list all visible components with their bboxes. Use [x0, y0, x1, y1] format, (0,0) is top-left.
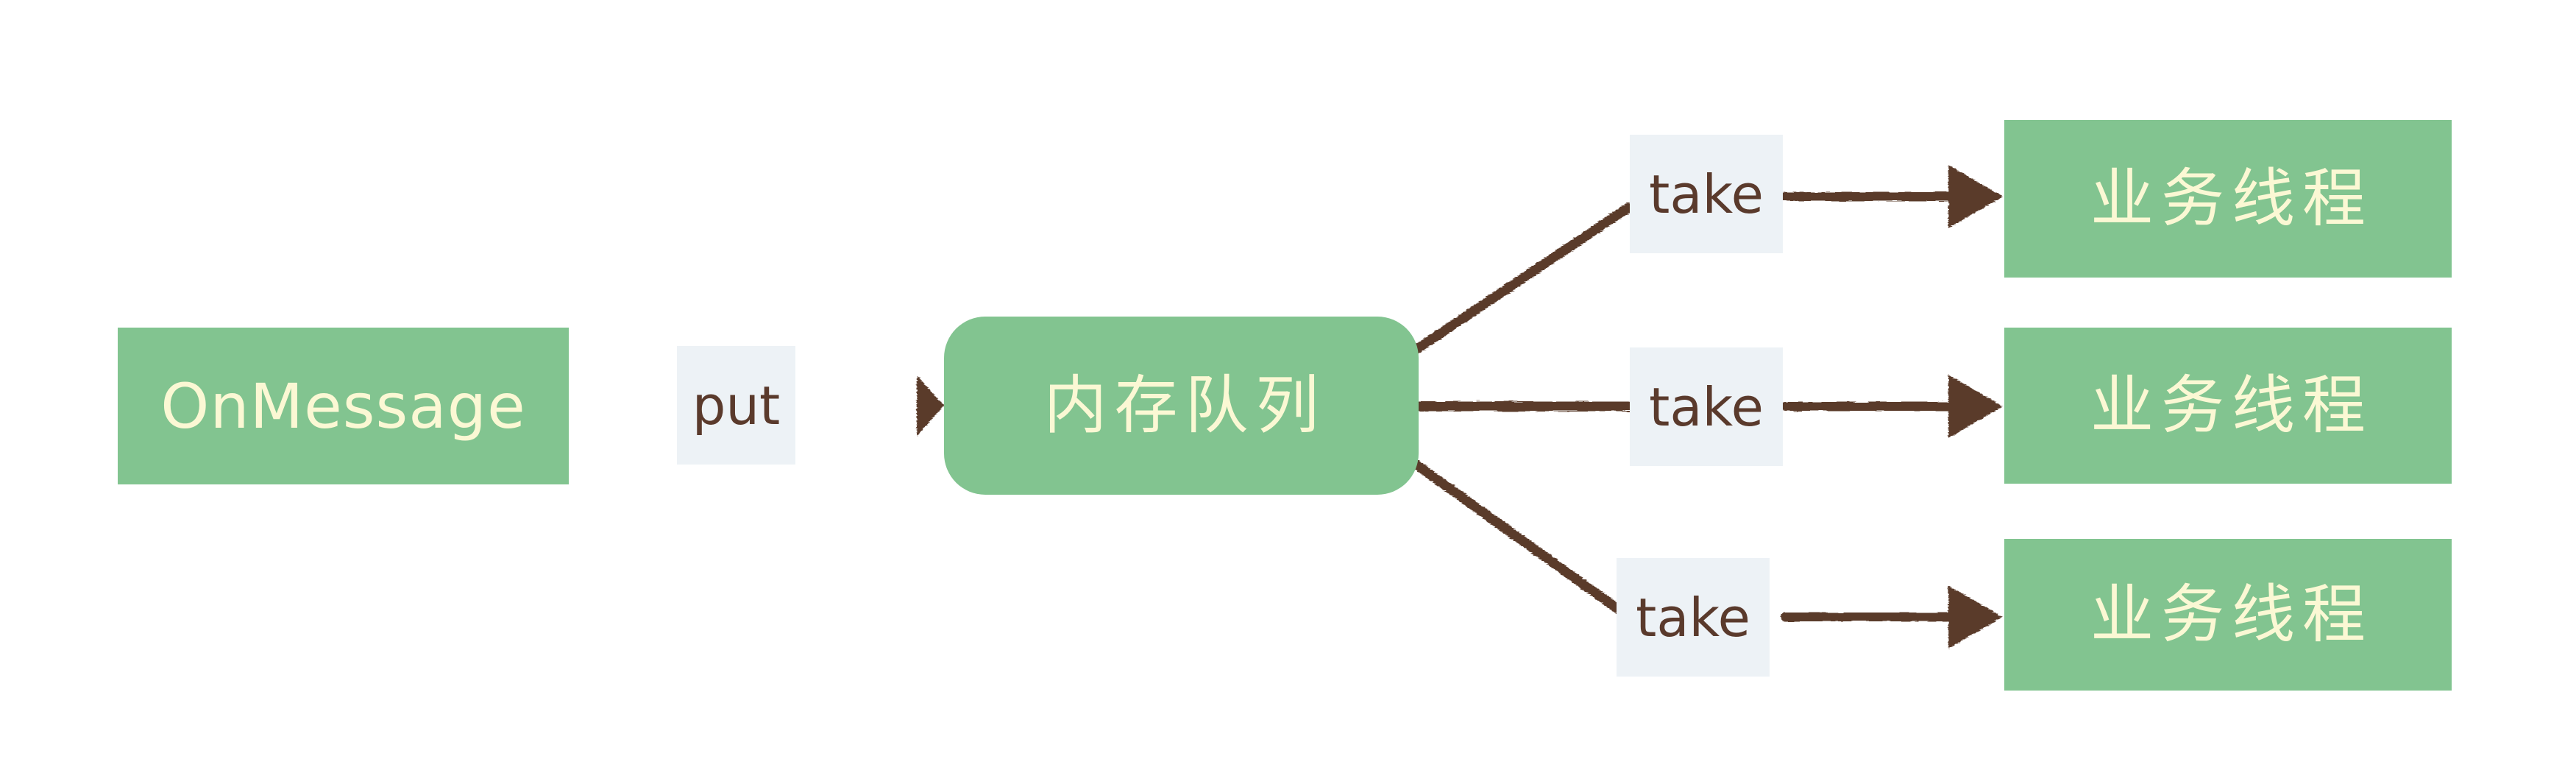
node-business-thread-2[interactable]: 业务线程	[2004, 328, 2452, 484]
edge-label-take-2-text: take	[1649, 375, 1764, 438]
edge-label-take-2[interactable]: take	[1630, 347, 1783, 466]
edge-label-put[interactable]: put	[677, 346, 795, 465]
node-memory-queue-label: 内存队列	[1043, 369, 1327, 442]
node-business-thread-2-label: 业务线程	[2090, 369, 2373, 442]
node-memory-queue[interactable]: 内存队列	[944, 317, 1419, 495]
node-onmessage-label: OnMessage	[160, 370, 526, 442]
edge-queue-to-take-1	[1412, 202, 1633, 354]
edge-label-put-text: put	[692, 374, 781, 437]
node-onmessage[interactable]: OnMessage	[118, 328, 569, 484]
edge-queue-to-take-3	[1412, 460, 1624, 615]
arrowhead-take-2	[1948, 375, 2003, 438]
arrowhead-take-3	[1948, 585, 2003, 649]
edge-label-take-1[interactable]: take	[1630, 135, 1783, 253]
node-business-thread-3-label: 业务线程	[2090, 578, 2373, 652]
node-business-thread-3[interactable]: 业务线程	[2004, 539, 2452, 691]
node-business-thread-1-label: 业务线程	[2090, 162, 2373, 236]
arrowhead-put-to-queue	[917, 375, 944, 436]
edge-label-take-1-text: take	[1649, 163, 1764, 225]
arrowhead-take-1	[1948, 165, 2003, 228]
edge-label-take-3[interactable]: take	[1617, 558, 1770, 677]
edge-label-take-3-text: take	[1636, 586, 1750, 649]
node-business-thread-1[interactable]: 业务线程	[2004, 120, 2452, 278]
